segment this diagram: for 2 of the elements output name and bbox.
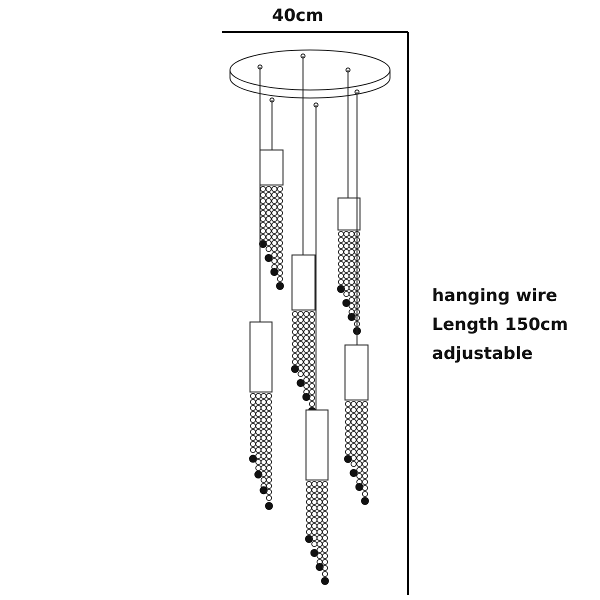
note-text: hanging wire Length 150cm adjustable [432, 285, 570, 366]
dimension-text: 40cm [272, 6, 324, 26]
